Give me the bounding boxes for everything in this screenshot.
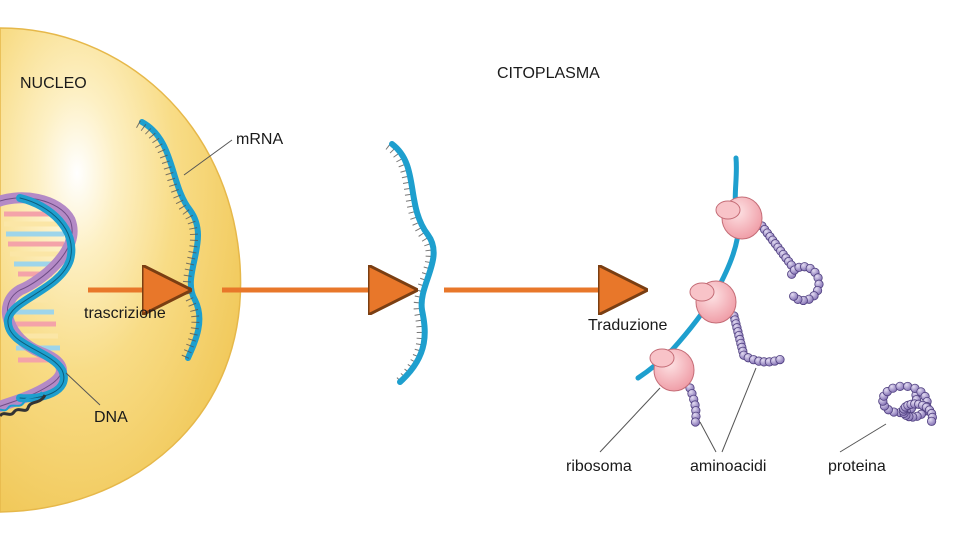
leader-lines <box>65 139 887 453</box>
dna-helix <box>0 192 78 418</box>
mrna-strand-nucleus <box>135 119 203 362</box>
amino-acid-bead <box>690 417 701 427</box>
amino-acid-bead <box>789 291 799 301</box>
label-cytoplasm: CITOPLASMA <box>497 65 600 82</box>
label-protein: proteina <box>828 458 886 475</box>
protein-chain <box>878 381 937 426</box>
ribosome-1 <box>715 196 763 240</box>
label-dna: DNA <box>94 409 128 426</box>
mrna-strand-cytoplasm <box>385 141 437 387</box>
label-amino-acids: aminoacidi <box>690 458 766 475</box>
label-translation: Traduzione <box>588 317 668 334</box>
nucleus-shape <box>0 27 242 513</box>
mrna-strand-translation <box>635 155 742 381</box>
protein-bead <box>926 416 937 426</box>
label-nucleus: NUCLEO <box>20 75 87 92</box>
label-transcription: trascrizione <box>84 305 166 322</box>
ribosome-3 <box>649 348 695 392</box>
ribosome-2 <box>689 280 737 324</box>
label-mrna: mRNA <box>236 131 283 148</box>
protein-bead <box>895 381 905 391</box>
amino-acid-bead <box>775 354 785 365</box>
amino-acid-chains <box>685 221 824 427</box>
label-ribosome: ribosoma <box>566 458 632 475</box>
